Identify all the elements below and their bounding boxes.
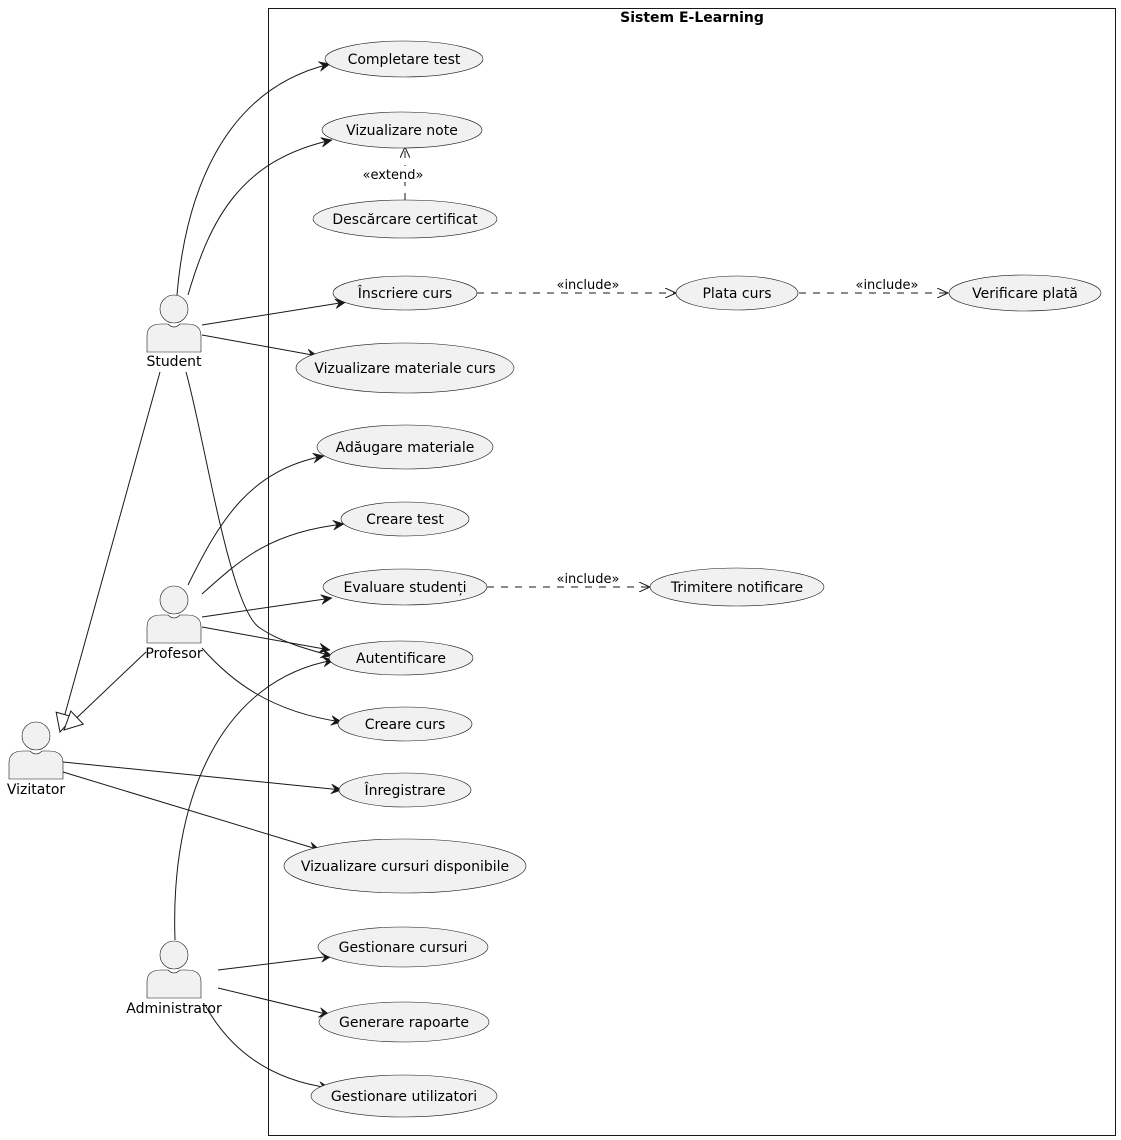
use-case-label: Creare test (366, 512, 444, 528)
use-case-label: Gestionare cursuri (339, 940, 468, 956)
use-case-label: Trimitere notificare (670, 580, 803, 596)
edge-administrator-generare-rapoarte (217, 987, 330, 1015)
edge-administrator-gestionare-utilizatori (204, 1004, 330, 1088)
edge-profesor-creare-curs (201, 647, 342, 722)
use-case-adaugare-materiale: Adăugare materiale (316, 424, 494, 470)
edge-profesor-adaugare-materiale (187, 456, 324, 586)
use-case-label: Autentificare (356, 651, 446, 667)
use-case-label: Descărcare certificat (332, 212, 478, 228)
use-case-label: Vizualizare cursuri disponibile (301, 859, 509, 875)
use-case-vizualizare-note: Vizualizare note (321, 111, 483, 149)
actor-icon (146, 585, 202, 644)
stereotype-include-plata: «include» (556, 278, 619, 293)
edge-student-completare-test (176, 64, 330, 296)
use-case-trimitere-notificare: Trimitere notificare (649, 567, 825, 607)
use-case-vizualizare-cursuri-disponibile: Vizualizare cursuri disponibile (283, 838, 527, 894)
use-case-gestionare-utilizatori: Gestionare utilizatori (310, 1074, 498, 1118)
use-case-label: Verificare plată (972, 286, 1078, 302)
edge-student-inscriere-curs (201, 302, 346, 326)
use-case-plata-curs: Plata curs (675, 275, 799, 311)
use-case-verificare-plata: Verificare plată (948, 274, 1102, 312)
use-case-creare-test: Creare test (340, 501, 470, 537)
edge-vizitator-vizualizare-cursuri (62, 771, 320, 850)
actor-icon (146, 940, 202, 999)
generalization-profesor-vizitator (64, 651, 147, 730)
use-case-label: Vizualizare note (346, 123, 458, 139)
use-case-label: Adăugare materiale (336, 440, 475, 456)
use-case-creare-curs: Creare curs (337, 706, 473, 742)
use-case-label: Înregistrare (363, 781, 445, 799)
edge-administrator-gestionare-cursuri (217, 956, 332, 971)
actor-administrator: Administrator (126, 940, 222, 1017)
use-case-autentificare: Autentificare (328, 640, 474, 676)
use-case-label: Creare curs (365, 717, 446, 733)
use-case-evaluare-studenti: Evaluare studenți (322, 568, 488, 606)
stereotype-include-verificare: «include» (855, 278, 918, 293)
use-case-label: Completare test (348, 52, 461, 68)
edge-student-vizualizare-note (187, 140, 332, 296)
use-case-gestionare-cursuri: Gestionare cursuri (317, 926, 489, 968)
stereotype-include-notificare: «include» (556, 572, 619, 587)
edge-profesor-creare-test (201, 524, 344, 595)
actor-profesor: Profesor (145, 585, 203, 662)
use-case-inscriere-curs: Înscriere curs (332, 275, 478, 311)
use-case-inregistrare: Înregistrare (338, 772, 472, 808)
use-case-label: Gestionare utilizatori (331, 1089, 477, 1105)
use-case-label: Înscriere curs (357, 284, 452, 302)
use-case-label: Evaluare studenți (344, 580, 467, 596)
actor-icon (146, 294, 202, 353)
extend-label-bg (360, 166, 426, 182)
actor-label: Vizitator (7, 782, 66, 798)
actor-vizitator: Vizitator (7, 721, 66, 798)
use-case-generare-rapoarte: Generare rapoarte (318, 1001, 490, 1043)
association-lines (60, 64, 948, 1088)
generalization-student-vizitator (60, 371, 161, 732)
system-boundary (268, 8, 1116, 1136)
use-case-label: Plata curs (702, 286, 771, 302)
use-case-descarcare-certificat: Descărcare certificat (312, 199, 498, 239)
stereotype-extend: «extend» (363, 168, 424, 183)
actor-label: Administrator (126, 1001, 222, 1017)
edge-profesor-evaluare-studenti (201, 598, 332, 618)
use-case-label: Vizualizare materiale curs (314, 361, 495, 377)
edge-student-autentificare (185, 371, 332, 656)
actor-student: Student (146, 294, 202, 370)
use-case-completare-test: Completare test (324, 40, 484, 78)
use-case-label: Generare rapoarte (339, 1015, 469, 1031)
edge-administrator-autentificare (174, 660, 334, 941)
actor-label: Profesor (145, 646, 203, 662)
actor-icon (8, 721, 64, 780)
actor-label: Student (146, 354, 202, 370)
edge-student-vizualizare-materiale (201, 334, 318, 356)
edge-profesor-autentificare (201, 626, 330, 650)
edge-vizitator-inregistrare (62, 761, 342, 790)
use-case-vizualizare-materiale-curs: Vizualizare materiale curs (295, 342, 515, 394)
system-title: Sistem E-Learning (620, 10, 764, 26)
